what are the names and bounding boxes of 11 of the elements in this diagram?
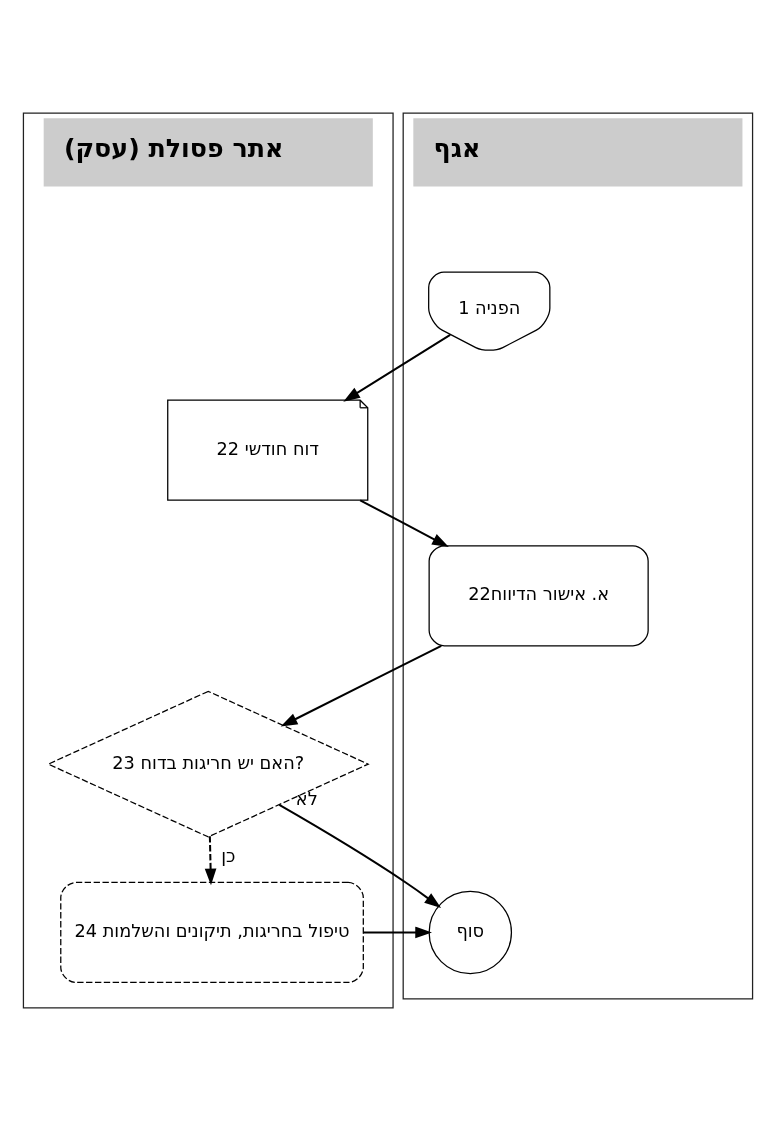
arrow [363,926,432,939]
node-box: 24 טיפול בחריגות, תיקונים והשלמות [60,881,364,984]
arrow [278,804,442,909]
arrow [280,645,442,727]
node-box: 22א. אישור הדיווח [428,545,649,647]
edge-label: כן [221,845,236,866]
arrow [343,333,451,402]
edge-label: לא [295,788,318,809]
arrow [204,836,217,886]
arrow [359,499,449,548]
node-circle: סוף [428,890,513,975]
